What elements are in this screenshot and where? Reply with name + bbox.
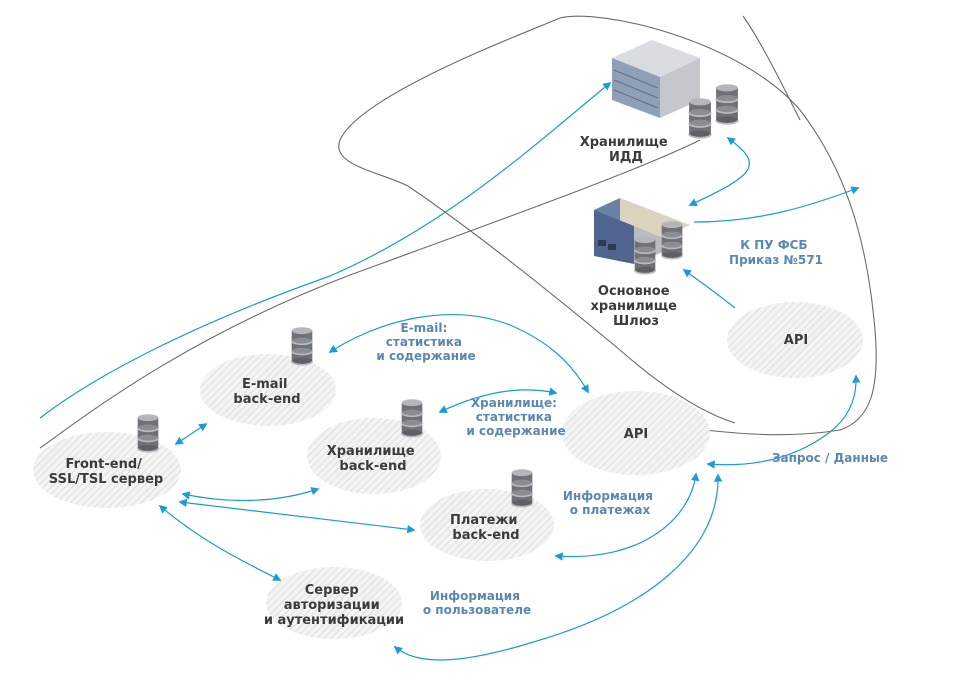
label-payments-backend: Платежи back-end xyxy=(450,513,522,543)
flow-label-email-stats: E-mail: статистика и содержание xyxy=(376,321,475,363)
arrow-storage-api xyxy=(438,387,558,413)
server-rack-icon xyxy=(612,40,700,118)
label-email-backend: E-mail back-end xyxy=(233,377,300,407)
database-icon xyxy=(688,97,712,139)
flow-label-request-data: Запрос / Данные xyxy=(772,451,888,465)
boundary-line xyxy=(39,139,701,449)
flow-label-payments-info: Информация о платежах xyxy=(563,489,657,517)
label-main-storage: Основное хранилище Шлюз xyxy=(591,284,682,329)
boundary-right-line xyxy=(742,15,801,121)
flow-label-fsb: К ПУ ФСБ Приказ №571 xyxy=(729,238,823,267)
database-icon xyxy=(290,326,314,366)
arrow-api-gateway xyxy=(682,269,736,309)
label-api-top: API xyxy=(784,333,808,348)
flow-label-user-info: Информация о пользователе xyxy=(423,589,531,617)
database-icon xyxy=(510,468,534,508)
arrow-frontend-idd xyxy=(39,81,612,419)
database-icon xyxy=(633,235,657,275)
arrow-email-api xyxy=(328,314,589,394)
database-icon xyxy=(400,398,424,438)
arrow-api-request xyxy=(706,374,861,469)
label-api-main: API xyxy=(624,427,648,442)
arrow-frontend-auth xyxy=(158,504,282,581)
database-icon xyxy=(136,413,160,453)
auth-server-ellipse[interactable] xyxy=(266,567,402,639)
arrow-gateway-fsb xyxy=(693,186,860,223)
label-idd-storage: Хранилище ИДД xyxy=(580,135,673,165)
database-icon xyxy=(715,83,739,125)
arrow-frontend-storage xyxy=(181,487,320,502)
label-storage-backend: Хранилище back-end xyxy=(327,444,420,474)
api-top-ellipse[interactable] xyxy=(727,302,863,378)
email-backend-ellipse[interactable] xyxy=(200,354,336,426)
arrow-frontend-email xyxy=(174,423,208,445)
arrow-idd-gateway xyxy=(688,137,750,206)
flow-label-storage-stats: Хранилище: статистика и содержание xyxy=(466,396,565,438)
database-icon xyxy=(660,220,684,260)
label-frontend: Front-end/ SSL/TSL сервер xyxy=(49,457,163,487)
label-auth-server: Сервер авторизации и аутентификации xyxy=(264,583,404,628)
arrow-frontend-payments xyxy=(178,498,416,534)
arrow-auth-api xyxy=(393,473,723,661)
api-main-ellipse[interactable] xyxy=(562,391,710,475)
boundary-inner-line xyxy=(407,185,736,424)
